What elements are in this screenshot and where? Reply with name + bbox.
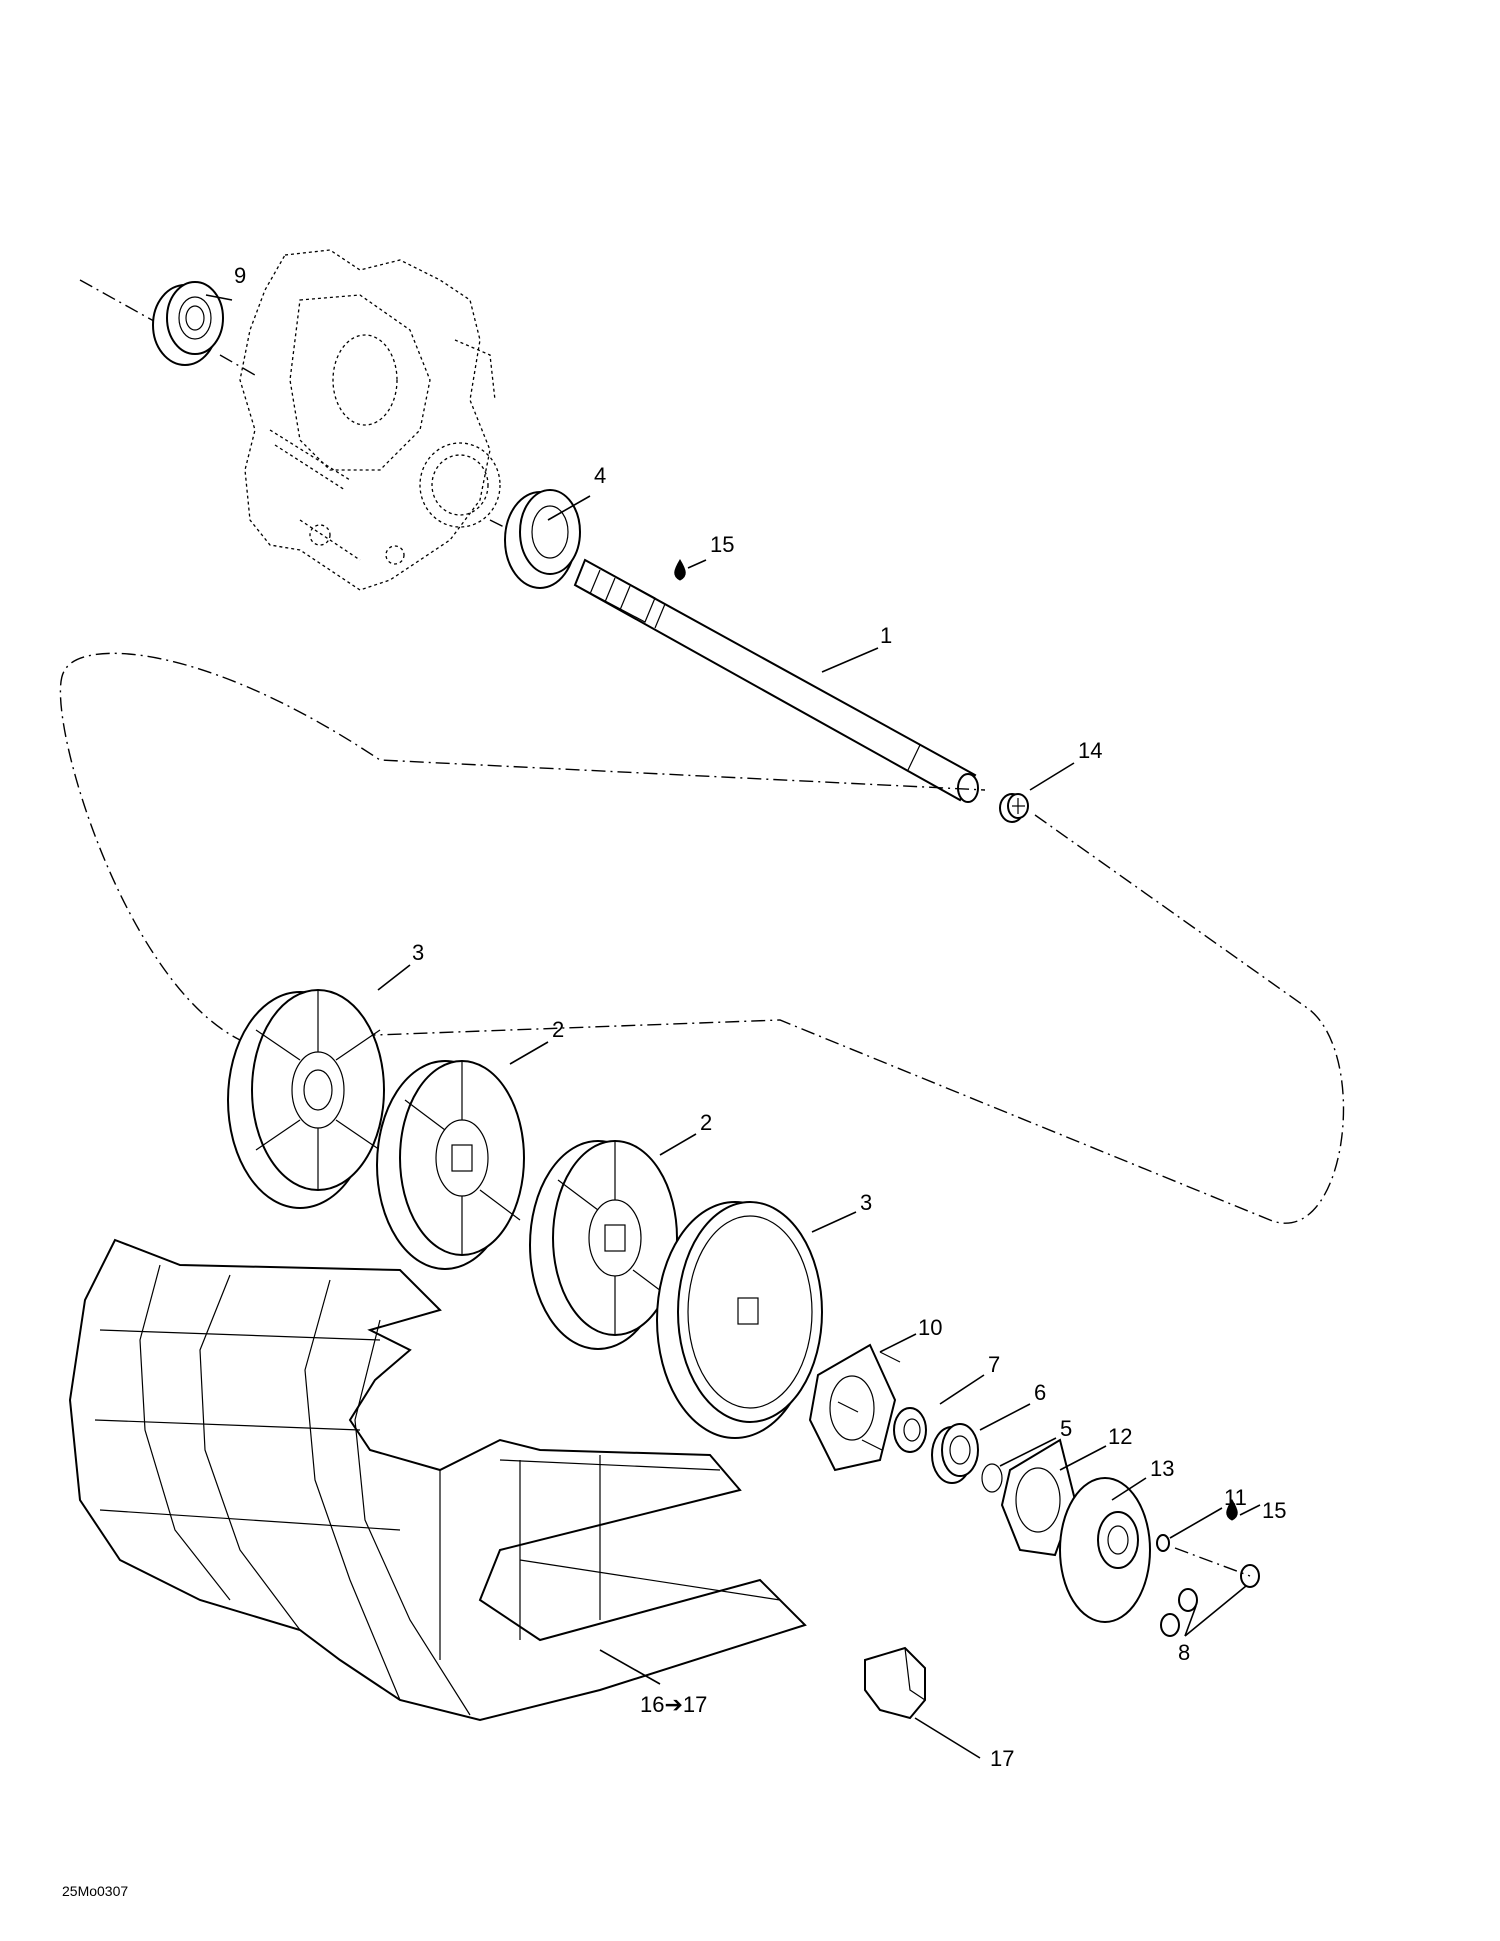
drawing-code: 25Mo0307 [62, 1883, 128, 1899]
sprocket-part-3-left [227, 989, 385, 1209]
lubricant-drop-icon [674, 559, 686, 581]
washer-part-7 [893, 1407, 927, 1453]
leader-lines [205, 294, 1261, 1759]
sprocket-part-2-b [529, 1140, 678, 1350]
callout-10: 10 [918, 1315, 942, 1340]
callout-12: 12 [1108, 1424, 1132, 1449]
circlip-part-5 [981, 1463, 1003, 1493]
callout-4: 4 [594, 463, 606, 488]
callout-8: 8 [1178, 1640, 1190, 1665]
grease-fitting-part-11 [1156, 1534, 1170, 1552]
bearing-part-6 [931, 1423, 979, 1484]
callout-6: 6 [1034, 1380, 1046, 1405]
callout-7: 7 [988, 1352, 1000, 1377]
clip-part-17 [864, 1646, 926, 1720]
callout-14: 14 [1078, 738, 1102, 763]
nuts-part-8 [1160, 1564, 1260, 1637]
callout-9: 9 [234, 263, 246, 288]
callout-2: 2 [552, 1017, 564, 1042]
callout-15: 15 [710, 532, 734, 557]
callout-5: 5 [1060, 1416, 1072, 1441]
end-cap-part-14 [999, 793, 1029, 823]
sprocket-part-3-right [656, 1201, 823, 1439]
callout-3-second: 3 [860, 1190, 872, 1215]
callout-15-second: 15 [1262, 1498, 1286, 1523]
callout-16-17: 16➔17 [640, 1692, 707, 1717]
drive-shaft-part-1 [573, 558, 979, 803]
chaincase-housing [239, 249, 501, 591]
track-loop-outline [59, 652, 1345, 1224]
shaft-axis-line-2 [219, 354, 256, 376]
callout-13: 13 [1150, 1456, 1174, 1481]
callout-1: 1 [880, 623, 892, 648]
lubricant-drop-icon-2 [1226, 1499, 1238, 1521]
callout-2-second: 2 [700, 1110, 712, 1135]
track-part-16 [68, 1238, 807, 1722]
plate-part-12 [1000, 1438, 1077, 1557]
callout-17: 17 [990, 1746, 1014, 1771]
sprocket-part-2-a [376, 1060, 525, 1270]
bearing-part-9 [152, 281, 224, 366]
bearing-housing-part-10 [808, 1343, 901, 1472]
callout-11: 11 [1224, 1485, 1247, 1510]
callout-3: 3 [412, 940, 424, 965]
seal-part-4 [504, 489, 581, 589]
cover-part-13 [1059, 1477, 1151, 1623]
fastener-axis-line [1174, 1547, 1251, 1577]
